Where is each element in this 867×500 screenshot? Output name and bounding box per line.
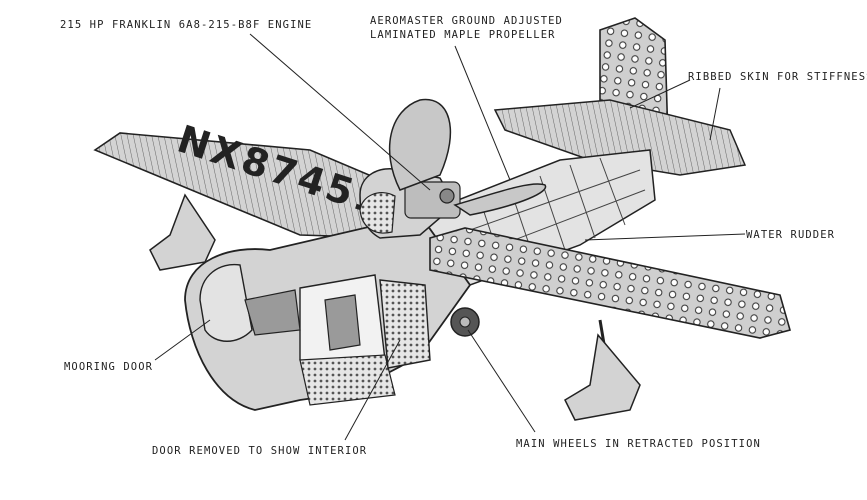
label-mooring-door: MOORING DOOR — [64, 361, 154, 373]
tail-stabilizer — [493, 99, 747, 176]
leader-main-wheels — [467, 329, 536, 433]
leader-ribbed-skin-fin — [629, 79, 691, 109]
propeller-hub — [439, 188, 455, 204]
leader-propeller — [454, 45, 511, 181]
right-float — [564, 333, 641, 421]
label-door-removed: DOOR REMOVED TO SHOW INTERIOR — [152, 445, 368, 457]
label-engine: 215 HP FRANKLIN 6A8-215-B8F ENGINE — [60, 19, 313, 31]
label-water-rudder: WATER RUDDER — [746, 229, 836, 241]
leader-mooring-door — [154, 319, 211, 361]
main-wheel-hub — [459, 316, 471, 328]
right-wing — [429, 227, 791, 339]
label-main-wheels: MAIN WHEELS IN RETRACTED POSITION — [516, 438, 761, 450]
leader-ribbed-skin-stabilizer — [709, 87, 721, 141]
label-propeller-line2: LAMINATED MAPLE PROPELLER — [370, 29, 556, 41]
cabin-floor — [299, 354, 396, 406]
leader-lines — [154, 33, 746, 441]
leader-door-removed — [344, 339, 401, 441]
label-ribbed-skin: RIBBED SKIN FOR STIFFNESS — [688, 71, 867, 83]
removed-door — [379, 279, 431, 369]
label-propeller-line1: AEROMASTER GROUND ADJUSTED — [370, 15, 563, 27]
propeller-blade-lower — [453, 183, 547, 216]
left-float — [149, 193, 216, 271]
cabin-seat — [324, 294, 361, 351]
engine-intake — [359, 192, 396, 234]
leader-water-rudder — [584, 233, 746, 241]
leader-engine — [249, 33, 431, 191]
mooring-door — [199, 263, 253, 342]
windshield — [244, 289, 301, 336]
propeller-blade-upper — [388, 98, 452, 191]
